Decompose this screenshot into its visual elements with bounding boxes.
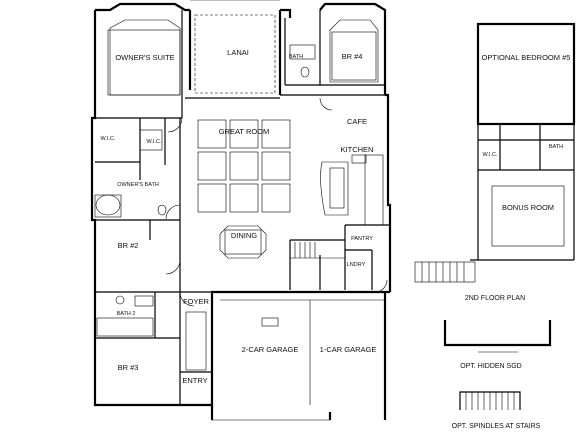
- second-floor-labels: OPTIONAL BEDROOM #5 W.I.C. BATH BONUS RO…: [465, 53, 571, 302]
- spindles-caption: OPT. SPINDLES AT STAIRS: [452, 423, 541, 430]
- hidden-sgd-detail: OPT. HIDDEN SGD: [443, 320, 552, 370]
- wic-label: W.I.C.: [101, 136, 116, 142]
- pantry-label: PANTRY: [351, 236, 373, 242]
- upper-wic-label: W.I.C.: [483, 152, 498, 158]
- hidden-sgd-caption: OPT. HIDDEN SGD: [460, 363, 521, 370]
- kitchen-label: KITCHEN: [341, 145, 374, 154]
- laundry-label: LNDRY: [347, 262, 366, 268]
- first-floor-labels: OWNER'S SUITE LANAI BATH BR #4 CAFE GREA…: [101, 48, 377, 385]
- owners-bath-label: OWNER'S BATH: [117, 182, 159, 188]
- great-room-label: GREAT ROOM: [219, 127, 270, 136]
- br2-label: BR #2: [118, 241, 139, 250]
- second-floor-walls: [414, 22, 576, 283]
- br3-label: BR #3: [118, 363, 139, 372]
- great-room-grid: [197, 119, 291, 213]
- lanai-label: LANAI: [227, 48, 249, 57]
- fixtures: [94, 14, 388, 371]
- spindles-detail: OPT. SPINDLES AT STAIRS: [452, 391, 541, 430]
- upper-bath-label: BATH: [549, 144, 563, 150]
- bath2-label: BATH 2: [117, 311, 136, 317]
- first-floor-walls: [90, 0, 392, 421]
- br4-label: BR #4: [342, 52, 363, 61]
- foyer-label: FOYER: [183, 297, 209, 306]
- optional-bedroom-label: OPTIONAL BEDROOM #5: [482, 53, 571, 62]
- owners-suite-label: OWNER'S SUITE: [115, 53, 174, 62]
- main-stairs: [290, 242, 345, 259]
- bath-label: BATH: [289, 54, 303, 60]
- bonus-room-label: BONUS ROOM: [502, 203, 554, 212]
- dining-label: DINING: [231, 231, 257, 240]
- second-floor-caption: 2ND FLOOR PLAN: [465, 295, 525, 302]
- wic-2-label: W.I.C.: [147, 139, 162, 145]
- garage2-label: 2-CAR GARAGE: [242, 345, 299, 354]
- garage1-label: 1-CAR GARAGE: [320, 345, 377, 354]
- cafe-label: CAFE: [347, 117, 367, 126]
- upper-stairs: [414, 261, 476, 283]
- entry-label: ENTRY: [182, 376, 207, 385]
